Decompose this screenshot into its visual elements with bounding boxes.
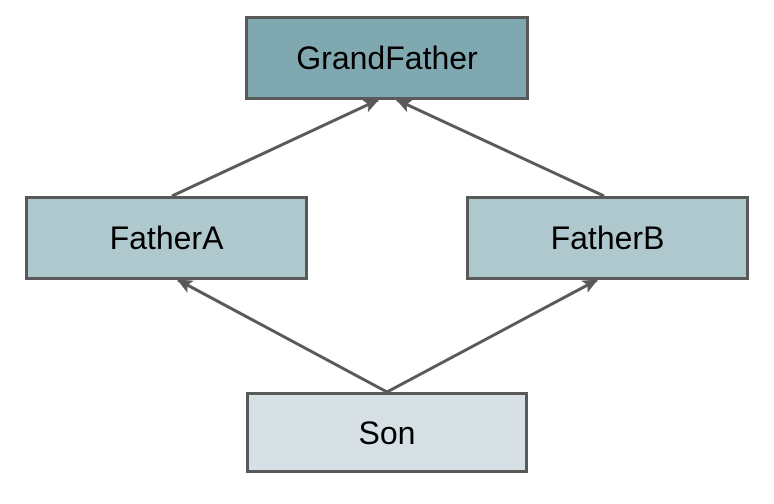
class-node-son[interactable]: Son <box>246 392 528 473</box>
inheritance-edges <box>171 98 605 394</box>
class-node-label: FatherA <box>109 220 224 256</box>
class-node-grandfather[interactable]: GrandFather <box>245 16 529 100</box>
inheritance-arrow[interactable] <box>171 98 380 198</box>
class-node-fathera[interactable]: FatherA <box>25 196 308 280</box>
inheritance-arrow[interactable] <box>395 98 605 198</box>
class-node-label: FatherB <box>550 220 665 256</box>
class-node-fatherb[interactable]: FatherB <box>466 196 749 280</box>
inheritance-arrow[interactable] <box>176 278 388 394</box>
class-node-label: GrandFather <box>296 40 478 76</box>
class-node-label: Son <box>358 414 416 451</box>
inheritance-arrow[interactable] <box>386 278 599 394</box>
